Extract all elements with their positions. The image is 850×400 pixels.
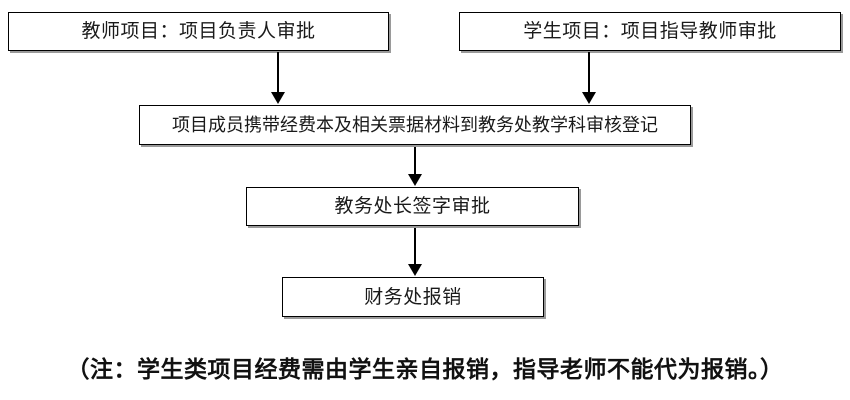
flow-node-label: 学生项目：项目指导教师审批 [523,21,777,42]
flow-node-label: 项目成员携带经费本及相关票据材料到教务处教学科审核登记 [172,115,658,135]
arrow-shaft [588,52,590,94]
footnote-note: （注：学生类项目经费需由学生亲自报销，指导老师不能代为报销。） [66,357,784,382]
arrow-shaft [277,52,279,94]
arrow-shaft [414,228,416,266]
arrow-student-to-registration [581,52,597,104]
arrow-head [582,92,596,104]
arrow-registration-to-director-signature [407,147,423,186]
flow-node-student-project-approval[interactable]: 学生项目：项目指导教师审批 [459,12,841,51]
arrow-director-to-finance-reimbursement [407,228,423,276]
arrow-shaft [414,147,416,176]
arrow-head [271,92,285,104]
arrow-head [408,174,422,186]
arrow-teacher-to-registration [270,52,286,104]
flow-node-director-signature-approval[interactable]: 教务处长签字审批 [246,187,579,226]
flow-node-finance-reimbursement[interactable]: 财务处报销 [282,277,544,317]
flow-node-label: 财务处报销 [364,286,462,308]
flow-node-registration-at-academic-affairs[interactable]: 项目成员携带经费本及相关票据材料到教务处教学科审核登记 [139,105,691,145]
flow-node-teacher-project-approval[interactable]: 教师项目：项目负责人审批 [8,12,389,51]
flow-node-label: 教师项目：项目负责人审批 [81,21,316,42]
flow-node-label: 教务处长签字审批 [334,196,491,217]
arrow-head [408,264,422,276]
